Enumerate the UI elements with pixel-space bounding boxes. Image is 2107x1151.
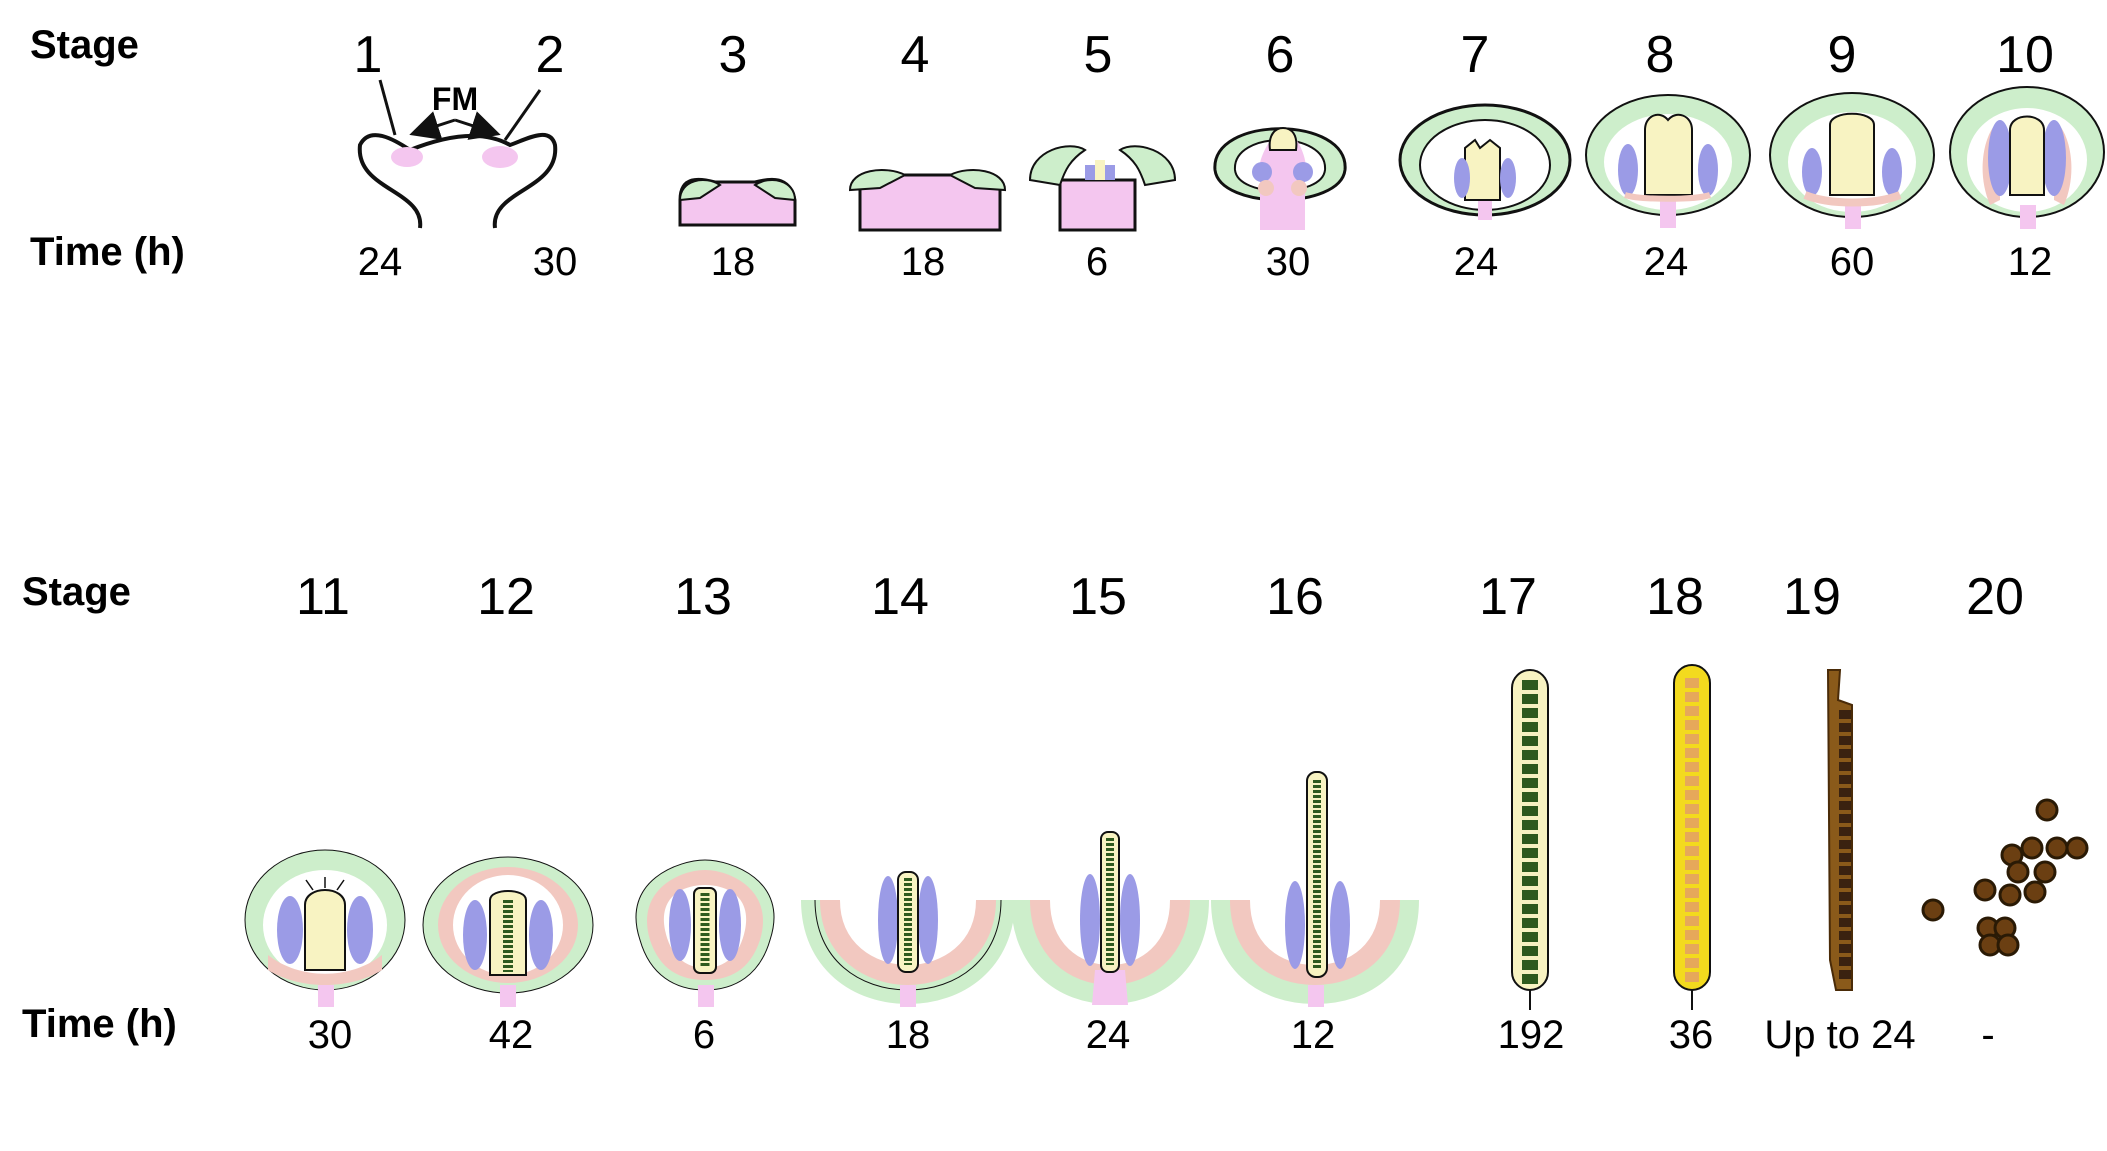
time-value: 30 — [308, 1013, 353, 1057]
floral-meristem-right — [482, 146, 518, 168]
time-value: 24 — [1086, 1013, 1131, 1057]
stage-number: 17 — [1479, 568, 1537, 626]
stage-14-illustration — [801, 871, 1015, 1007]
stage-number: 14 — [871, 568, 929, 626]
stage-8-illustration — [1585, 94, 1751, 228]
stage-18-illustration — [1673, 664, 1711, 1010]
seed — [2020, 836, 2044, 860]
meristem-outline — [357, 133, 558, 229]
seed — [1973, 878, 1997, 902]
time-value: 36 — [1669, 1013, 1714, 1057]
seed — [2006, 860, 2030, 884]
stage-12-illustration — [422, 856, 594, 1007]
seed — [1998, 883, 2022, 907]
seed — [2045, 836, 2069, 860]
stage-number: 18 — [1646, 568, 1704, 626]
stage-number: 13 — [674, 568, 732, 626]
seed — [2035, 798, 2059, 822]
fm-arrow — [454, 111, 501, 140]
time-value: 30 — [1266, 240, 1311, 284]
seed — [1996, 933, 2020, 957]
stage-3-illustration — [678, 177, 797, 227]
stage-1-2-illustration: FM — [357, 79, 558, 229]
time-value: 18 — [886, 1013, 931, 1057]
stage-17-illustration — [1511, 669, 1549, 1010]
time-value: 192 — [1498, 1013, 1565, 1057]
fm-arrow — [409, 111, 456, 140]
pointer-line — [503, 89, 542, 141]
time-value: 24 — [1454, 240, 1499, 284]
time-value: 42 — [489, 1013, 534, 1057]
stage-number: 16 — [1266, 568, 1324, 626]
stage-5-illustration — [1028, 145, 1177, 232]
fm-label: FM — [432, 81, 478, 117]
stage-number: 10 — [1996, 26, 2054, 84]
stage-19-illustration — [1826, 669, 1853, 991]
floral-meristem-left — [391, 147, 423, 167]
stage-13-illustration — [635, 859, 775, 1007]
stage-16-illustration — [1211, 771, 1419, 1007]
stage-label-row1: Stage — [30, 23, 139, 67]
stage-number: 8 — [1646, 26, 1675, 84]
stage-number: 4 — [901, 26, 930, 84]
stage-number: 11 — [296, 568, 350, 626]
time-value: - — [1981, 1013, 1994, 1057]
time-value: 6 — [693, 1013, 715, 1057]
time-value: 12 — [2008, 240, 2053, 284]
stage-number: 15 — [1069, 568, 1127, 626]
stage-10-illustration — [1949, 86, 2105, 229]
pointer-line — [378, 79, 397, 136]
stage-number: 6 — [1266, 26, 1295, 84]
stage-number: 9 — [1828, 26, 1857, 84]
stage-number: 2 — [536, 26, 565, 84]
seed — [2033, 860, 2057, 884]
time-value: 60 — [1830, 240, 1875, 284]
seed — [2065, 836, 2089, 860]
stage-6-illustration — [1213, 126, 1347, 230]
time-label-row1: Time (h) — [30, 230, 185, 274]
stage-number: 19 — [1783, 568, 1841, 626]
stage-label-row2: Stage — [22, 570, 131, 614]
seed — [2023, 880, 2047, 904]
stage-number: 3 — [719, 26, 748, 84]
stage-9-illustration — [1769, 92, 1935, 229]
time-value: 18 — [901, 240, 946, 284]
time-label-row2: Time (h) — [22, 1002, 177, 1046]
time-value: 30 — [533, 240, 578, 284]
time-value: Up to 24 — [1764, 1013, 1915, 1057]
stage-number: 7 — [1461, 26, 1490, 84]
seed — [1921, 898, 1945, 922]
stage-number: 20 — [1966, 568, 2024, 626]
time-value: 12 — [1291, 1013, 1336, 1057]
time-value: 24 — [358, 240, 403, 284]
stage-number: 1 — [354, 26, 383, 84]
stage-4-illustration — [848, 169, 1007, 232]
time-value: 18 — [711, 240, 756, 284]
stage-number: 5 — [1084, 26, 1113, 84]
stage-15-illustration — [1011, 831, 1209, 1005]
time-value: 6 — [1086, 240, 1108, 284]
stage-11-illustration — [244, 849, 406, 1007]
time-value: 24 — [1644, 240, 1689, 284]
stage-20-illustration — [1921, 798, 2089, 957]
stage-number: 12 — [477, 568, 535, 626]
stage-7-illustration — [1398, 103, 1572, 220]
